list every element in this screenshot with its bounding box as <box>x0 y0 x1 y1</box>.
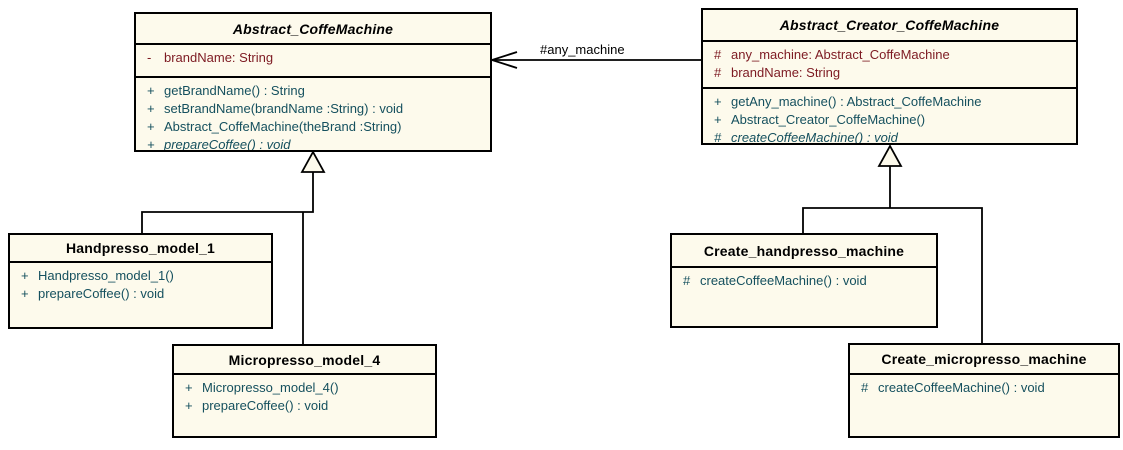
visibility-symbol: # <box>714 47 722 62</box>
class-box-handpresso-model-1: Handpresso_model_1 + Handpresso_model_1(… <box>8 233 273 329</box>
class-box-micropresso-model-4: Micropresso_model_4 + Micropresso_model_… <box>172 344 437 438</box>
method-text: getAny_machine() : Abstract_CoffeMachine <box>731 94 982 109</box>
method-text: createCoffeeMachine() : void <box>731 130 898 143</box>
attribute-row: - brandName: String <box>136 49 490 67</box>
visibility-symbol: + <box>147 137 155 150</box>
method-text: Handpresso_model_1() <box>38 268 174 283</box>
generalization-triangle-icon <box>877 144 903 167</box>
visibility-symbol: + <box>714 112 722 127</box>
method-text: prepareCoffee() : void <box>164 137 291 150</box>
method-row: # createCoffeeMachine() : void <box>703 129 1076 143</box>
method-text: Micropresso_model_4() <box>202 380 339 395</box>
visibility-symbol: + <box>147 83 155 98</box>
class-title: Abstract_CoffeMachine <box>232 20 394 37</box>
visibility-symbol: - <box>147 50 152 65</box>
association-connector-any-machine <box>489 51 701 69</box>
method-text: createCoffeeMachine() : void <box>878 380 1045 395</box>
methods-compartment: # createCoffeeMachine() : void <box>672 266 936 326</box>
method-row: + prepareCoffee() : void <box>136 136 490 150</box>
attribute-text: any_machine: Abstract_CoffeMachine <box>731 47 950 62</box>
methods-compartment: + getBrandName() : String + setBrandName… <box>136 76 490 150</box>
attributes-compartment: # any_machine: Abstract_CoffeMachine # b… <box>703 40 1076 87</box>
method-row: + getAny_machine() : Abstract_CoffeMachi… <box>703 93 1076 111</box>
methods-compartment: + Micropresso_model_4() + prepareCoffee(… <box>174 373 435 436</box>
method-row: + Abstract_CoffeMachine(theBrand :String… <box>136 118 490 136</box>
method-row: + prepareCoffee() : void <box>174 397 435 415</box>
visibility-symbol: + <box>21 286 29 301</box>
visibility-symbol: + <box>147 119 155 134</box>
generalization-line <box>802 207 983 343</box>
visibility-symbol: # <box>714 130 722 143</box>
visibility-symbol: + <box>147 101 155 116</box>
visibility-symbol: + <box>21 268 29 283</box>
method-text: createCoffeeMachine() : void <box>700 273 867 288</box>
method-text: Abstract_Creator_CoffeMachine() <box>731 112 926 127</box>
visibility-symbol: + <box>185 380 193 395</box>
method-text: prepareCoffee() : void <box>38 286 165 301</box>
open-arrowhead-icon <box>489 51 518 69</box>
visibility-symbol: + <box>185 398 193 413</box>
generalization-connector-right <box>802 144 983 343</box>
visibility-symbol: # <box>714 65 722 80</box>
attributes-compartment: - brandName: String <box>136 43 490 76</box>
visibility-symbol: + <box>714 94 722 109</box>
class-title: Handpresso_model_1 <box>65 240 216 256</box>
attribute-text: brandName: String <box>164 50 274 65</box>
class-title: Create_handpresso_machine <box>703 242 905 259</box>
generalization-connector-left <box>141 150 326 344</box>
method-text: Abstract_CoffeMachine(theBrand :String) <box>164 119 402 134</box>
method-row: + Abstract_Creator_CoffeMachine() <box>703 111 1076 129</box>
method-row: # createCoffeeMachine() : void <box>672 272 936 290</box>
class-title: Micropresso_model_4 <box>228 351 381 368</box>
methods-compartment: # createCoffeeMachine() : void <box>850 373 1118 436</box>
class-box-abstract-creator-coffemachine: Abstract_Creator_CoffeMachine # any_mach… <box>701 8 1078 145</box>
association-label: #any_machine <box>540 42 625 57</box>
generalization-triangle-icon <box>300 150 326 173</box>
method-text: prepareCoffee() : void <box>202 398 329 413</box>
class-box-abstract-coffemachine: Abstract_CoffeMachine - brandName: Strin… <box>134 12 492 152</box>
method-row: + getBrandName() : String <box>136 82 490 100</box>
class-box-create-handpresso-machine: Create_handpresso_machine # createCoffee… <box>670 233 938 328</box>
attribute-text: brandName: String <box>731 65 841 80</box>
method-row: + setBrandName(brandName :String) : void <box>136 100 490 118</box>
method-row: + prepareCoffee() : void <box>10 285 271 303</box>
methods-compartment: + getAny_machine() : Abstract_CoffeMachi… <box>703 87 1076 143</box>
method-row: # createCoffeeMachine() : void <box>850 379 1118 397</box>
generalization-line <box>141 172 314 233</box>
method-row: + Handpresso_model_1() <box>10 267 271 285</box>
methods-compartment: + Handpresso_model_1() + prepareCoffee()… <box>10 261 271 327</box>
class-title: Abstract_Creator_CoffeMachine <box>779 17 1000 33</box>
visibility-symbol: # <box>861 380 869 395</box>
method-row: + Micropresso_model_4() <box>174 379 435 397</box>
method-text: getBrandName() : String <box>164 83 305 98</box>
method-text: setBrandName(brandName :String) : void <box>164 101 404 116</box>
visibility-symbol: # <box>683 273 691 288</box>
class-box-create-micropresso-machine: Create_micropresso_machine # createCoffe… <box>848 343 1120 438</box>
attribute-row: # brandName: String <box>703 64 1076 82</box>
class-title: Create_micropresso_machine <box>881 351 1087 367</box>
attribute-row: # any_machine: Abstract_CoffeMachine <box>703 46 1076 64</box>
